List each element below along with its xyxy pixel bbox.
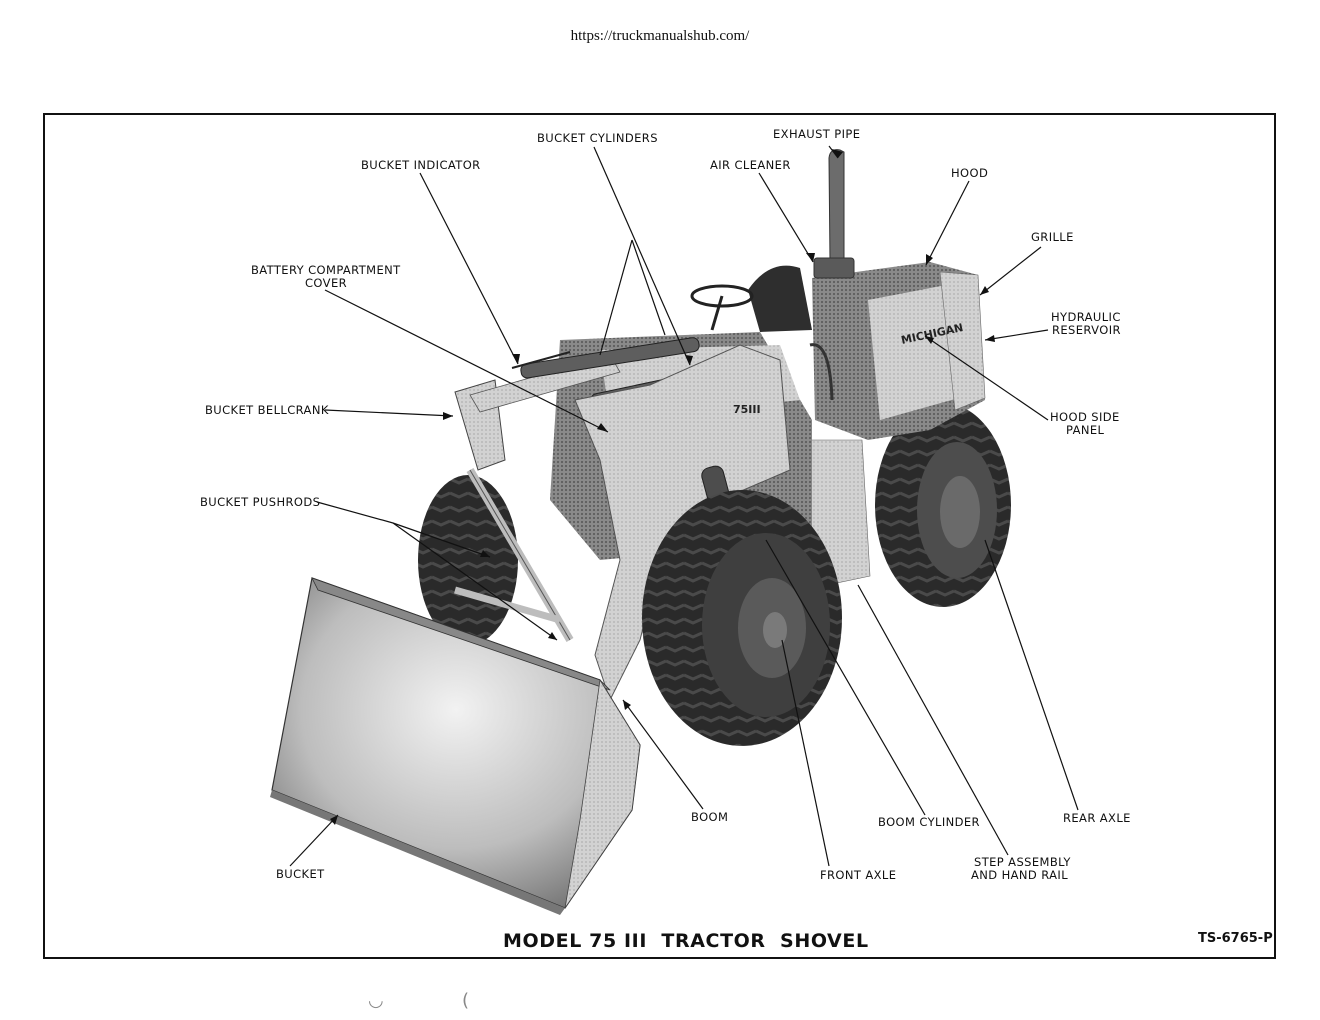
label-hood-side-panel-line2: PANEL — [1066, 423, 1105, 437]
operator-seat — [748, 265, 812, 332]
label-battery-cover-line1: BATTERY COMPARTMENT — [251, 263, 401, 277]
figure-caption: MODEL 75 III TRACTOR SHOVEL — [503, 930, 869, 952]
label-boom-cylinder: BOOM CYLINDER — [878, 815, 980, 829]
label-hydraulic-reservoir-line2: RESERVOIR — [1052, 323, 1121, 337]
figure-frame — [43, 113, 1276, 959]
label-bucket-cylinders: BUCKET CYLINDERS — [537, 131, 658, 145]
label-grille: GRILLE — [1031, 230, 1074, 244]
boom-badge: 75III — [733, 403, 761, 416]
leader-lines — [289, 145, 1079, 867]
machine-illustration: MICHIGAN 75III — [270, 149, 1011, 915]
label-hydraulic-reservoir-line1: HYDRAULIC — [1051, 310, 1121, 324]
arrowheads — [330, 149, 995, 825]
label-rear-axle: REAR AXLE — [1063, 811, 1131, 825]
label-boom: BOOM — [691, 810, 728, 824]
source-url[interactable]: https://truckmanualshub.com/ — [570, 28, 750, 44]
far-front-wheel — [418, 475, 518, 645]
label-hood-side-panel-line1: HOOD SIDE — [1050, 410, 1120, 424]
label-step-assembly-line1: STEP ASSEMBLY — [974, 855, 1071, 869]
scan-artifact-mark: ( — [462, 990, 470, 1011]
label-bucket-indicator: BUCKET INDICATOR — [361, 158, 481, 172]
steering-wheel — [690, 284, 754, 308]
grille-shape — [939, 271, 986, 411]
label-hood: HOOD — [951, 166, 988, 180]
bucket-cylinder-shape — [520, 337, 700, 379]
part-labels: EXHAUST PIPE BUCKET CYLINDERS BUCKET IND… — [200, 127, 1131, 882]
label-exhaust-pipe: EXHAUST PIPE — [773, 127, 860, 141]
label-bucket-bellcrank: BUCKET BELLCRANK — [205, 403, 329, 417]
label-step-assembly-line2: AND HAND RAIL — [971, 868, 1068, 882]
label-front-axle: FRONT AXLE — [820, 868, 896, 882]
figure-id: TS-6765-P — [1198, 931, 1273, 946]
scan-artifact-mark: ◡ — [368, 990, 384, 1011]
air-cleaner-shape — [813, 257, 855, 279]
label-battery-cover-line2: COVER — [305, 276, 347, 290]
label-bucket: BUCKET — [276, 867, 325, 881]
exhaust-pipe-shape — [828, 149, 845, 263]
label-air-cleaner: AIR CLEANER — [710, 158, 791, 172]
label-bucket-pushrods: BUCKET PUSHRODS — [200, 495, 320, 509]
